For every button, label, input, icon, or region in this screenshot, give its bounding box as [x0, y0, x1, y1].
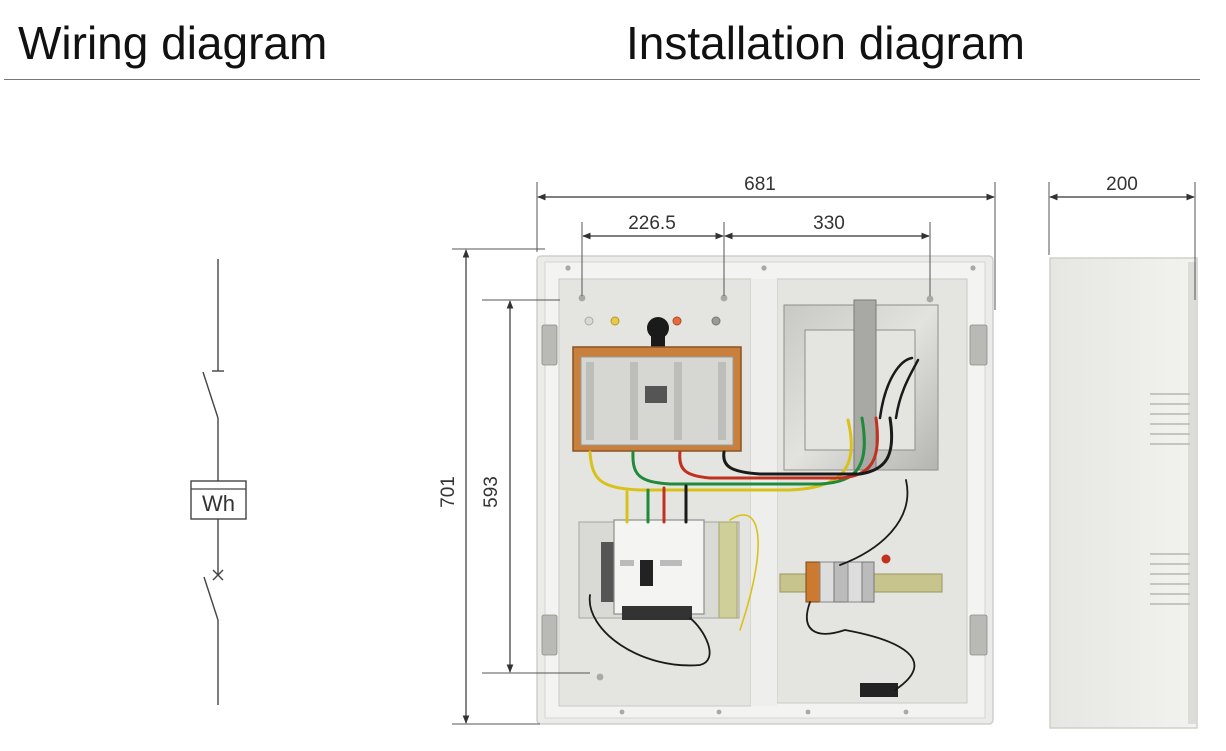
- isolator-label-plate: [645, 386, 667, 403]
- meter-label: Wh: [202, 491, 235, 516]
- screw: [761, 265, 767, 271]
- terminal-block: [833, 561, 849, 603]
- screw: [926, 295, 934, 303]
- screw: [970, 265, 976, 271]
- breaker-trip-mark: [212, 569, 224, 581]
- lamp-yellow: [610, 316, 620, 326]
- breaker-switch-blade: [203, 576, 219, 621]
- screw: [596, 673, 604, 681]
- centre-divider: [751, 279, 777, 706]
- hinge: [969, 324, 988, 366]
- side-edge: [1188, 262, 1196, 724]
- screw: [619, 709, 625, 715]
- screw: [805, 709, 811, 715]
- isolator-switch-blade: [202, 371, 219, 419]
- terminal-block: [805, 561, 821, 603]
- screw: [565, 265, 571, 271]
- hinge: [969, 614, 988, 656]
- breaker-side-rail: [718, 521, 738, 619]
- side-panel: [1049, 257, 1198, 729]
- lamp-red: [672, 316, 682, 326]
- dimension-depth: 200: [1106, 174, 1138, 195]
- red-indicator: [881, 554, 891, 564]
- mounting-frame: [783, 304, 939, 471]
- dimension-overall-width: 681: [744, 174, 776, 195]
- isolator-switch: [572, 346, 742, 452]
- terminal-strip: [601, 542, 615, 602]
- breaker-label: [620, 560, 634, 566]
- terminal-blocks: [805, 561, 875, 603]
- terminal-block: [861, 561, 875, 603]
- lamp: [584, 316, 594, 326]
- screw: [903, 709, 909, 715]
- isolator-pole: [674, 362, 682, 440]
- dimension-right-spacing: 330: [813, 213, 845, 234]
- internal-wiring: [588, 356, 920, 691]
- wire-green: [631, 416, 866, 486]
- door-hinges: [541, 324, 988, 656]
- header-rule: [4, 79, 1200, 80]
- wire-load: [588, 594, 711, 667]
- enclosure-front: [536, 255, 994, 725]
- dimension-mount-height: 593: [481, 476, 502, 508]
- dimension-left-spacing: 226.5: [628, 213, 676, 234]
- dimension-arrows: [462, 193, 1195, 724]
- cable-connector: [860, 683, 898, 697]
- breaker-label: [660, 560, 682, 566]
- breaker-body: [613, 519, 705, 615]
- main-circuit-breaker: [613, 519, 705, 620]
- wire-load: [806, 601, 916, 691]
- upper-vents: [1150, 393, 1190, 445]
- energy-meter-symbol: Wh: [190, 480, 247, 520]
- enclosure-side-view: [1049, 257, 1198, 729]
- screw: [578, 294, 586, 302]
- wire-black: [722, 416, 894, 476]
- wire-meter-lead: [878, 356, 914, 420]
- wire-earth: [729, 514, 759, 631]
- hinge: [541, 324, 558, 366]
- wire-meter-lead: [894, 358, 920, 420]
- wire-red: [678, 416, 879, 480]
- screw: [720, 294, 728, 302]
- terminal-block: [819, 561, 835, 603]
- extension-lines: [452, 182, 1196, 725]
- screw: [716, 709, 722, 715]
- hinge: [541, 614, 558, 656]
- mounting-screws: [565, 265, 976, 715]
- lower-vents: [1150, 553, 1190, 605]
- wiring-diagram-heading: Wiring diagram: [18, 17, 328, 69]
- wiring-single-line: [202, 259, 224, 705]
- meter-mounting-plate: [783, 299, 939, 471]
- isolator-pole: [586, 362, 594, 440]
- wire-yellow: [588, 418, 853, 492]
- terminal-block: [847, 561, 863, 603]
- wire-signal: [839, 479, 909, 566]
- breaker-toggle: [640, 560, 653, 586]
- installation-diagram-heading: Installation diagram: [626, 17, 1025, 69]
- lamp-grey: [711, 316, 721, 326]
- isolator-pole: [718, 362, 726, 440]
- dimension-overall-height: 701: [438, 476, 459, 508]
- breaker-terminals: [622, 606, 692, 620]
- isolator-pole: [630, 362, 638, 440]
